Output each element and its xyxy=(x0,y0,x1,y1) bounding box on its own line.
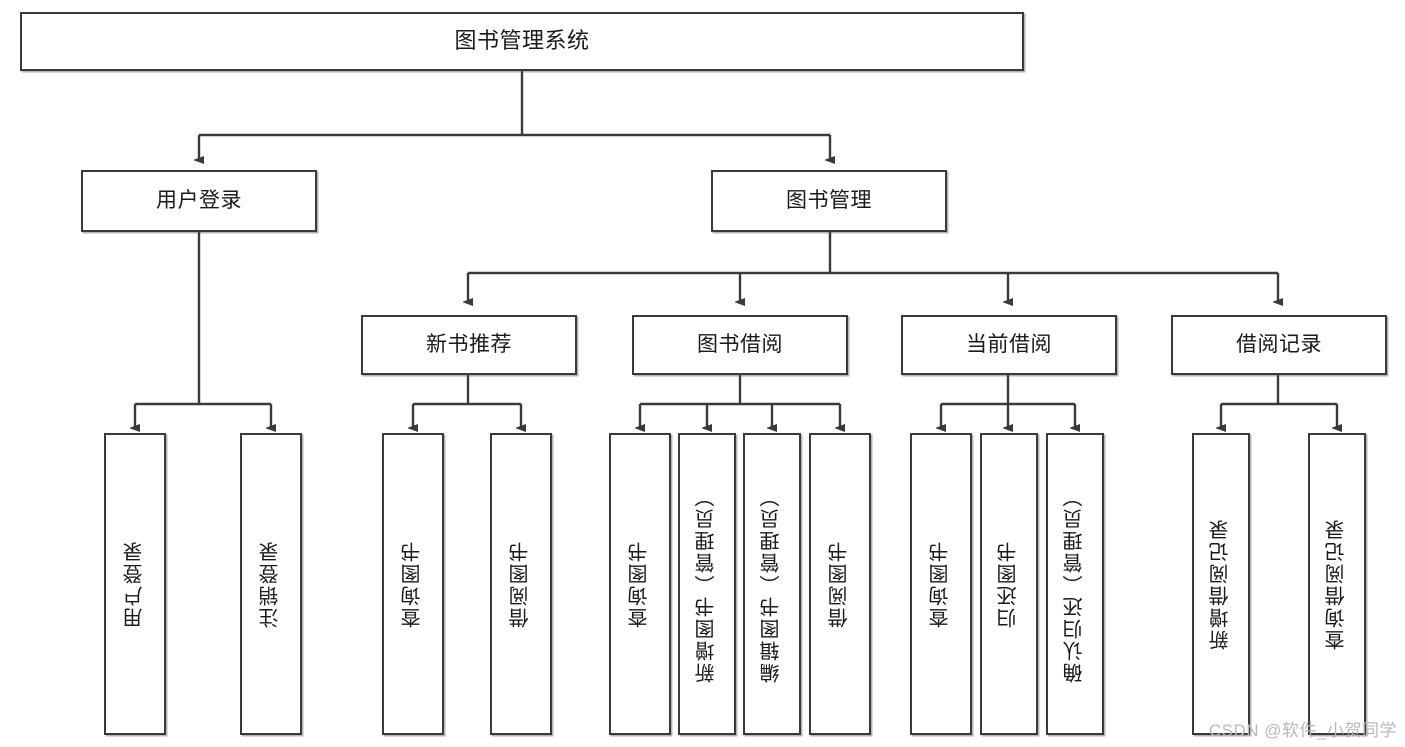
node-leaf-borrow-book-1-label: 借阅图书 xyxy=(509,540,532,628)
node-leaf-query-book-2-label: 查询图书 xyxy=(628,540,651,628)
node-leaf-confirm-return-label: 确认归还（管理员） xyxy=(1063,485,1086,683)
node-leaf-query-book-1[interactable]: 查询图书 xyxy=(382,433,444,735)
node-leaf-edit-book[interactable]: 编辑图书（管理员） xyxy=(743,433,801,735)
node-leaf-edit-book-label: 编辑图书（管理员） xyxy=(760,485,783,683)
node-leaf-add-record-label: 新增借阅记录 xyxy=(1209,518,1232,650)
node-leaf-user-logout[interactable]: 注销登录 xyxy=(240,433,302,735)
node-book-manage-label: 图书管理 xyxy=(786,189,872,213)
node-new-book-recommend[interactable]: 新书推荐 xyxy=(361,315,577,375)
node-leaf-user-login[interactable]: 用户登录 xyxy=(104,433,166,735)
node-leaf-borrow-book-2-label: 借阅图书 xyxy=(828,540,851,628)
node-borrow-record[interactable]: 借阅记录 xyxy=(1171,315,1387,375)
node-leaf-add-book-label: 新增图书（管理员） xyxy=(695,485,718,683)
node-leaf-query-book-3-label: 查询图书 xyxy=(929,540,952,628)
node-leaf-add-record[interactable]: 新增借阅记录 xyxy=(1192,433,1250,735)
csdn-watermark: CSDN @软件_小贺同学 xyxy=(1208,721,1397,740)
node-root[interactable]: 图书管理系统 xyxy=(20,12,1024,71)
node-root-label: 图书管理系统 xyxy=(454,28,590,54)
node-current-borrow-label: 当前借阅 xyxy=(966,333,1052,357)
node-user-login-label: 用户登录 xyxy=(156,189,242,213)
node-book-manage[interactable]: 图书管理 xyxy=(711,170,947,232)
node-user-login[interactable]: 用户登录 xyxy=(81,170,317,232)
node-leaf-query-record-label: 查询借阅记录 xyxy=(1325,518,1348,650)
node-leaf-add-book[interactable]: 新增图书（管理员） xyxy=(678,433,736,735)
node-leaf-user-login-label: 用户登录 xyxy=(123,540,146,628)
node-leaf-query-record[interactable]: 查询借阅记录 xyxy=(1308,433,1366,735)
node-book-borrow-label: 图书借阅 xyxy=(697,333,783,357)
node-leaf-confirm-return[interactable]: 确认归还（管理员） xyxy=(1046,433,1104,735)
node-borrow-record-label: 借阅记录 xyxy=(1236,333,1322,357)
node-leaf-user-logout-label: 注销登录 xyxy=(259,540,282,628)
node-leaf-borrow-book-2[interactable]: 借阅图书 xyxy=(809,433,871,735)
node-leaf-return-book[interactable]: 归还图书 xyxy=(980,433,1038,735)
node-leaf-borrow-book-1[interactable]: 借阅图书 xyxy=(490,433,552,735)
node-leaf-return-book-label: 归还图书 xyxy=(997,540,1020,628)
node-leaf-query-book-1-label: 查询图书 xyxy=(401,540,424,628)
node-new-book-recommend-label: 新书推荐 xyxy=(426,333,512,357)
node-book-borrow[interactable]: 图书借阅 xyxy=(632,315,848,375)
node-leaf-query-book-2[interactable]: 查询图书 xyxy=(609,433,671,735)
node-leaf-query-book-3[interactable]: 查询图书 xyxy=(910,433,972,735)
node-current-borrow[interactable]: 当前借阅 xyxy=(901,315,1117,375)
